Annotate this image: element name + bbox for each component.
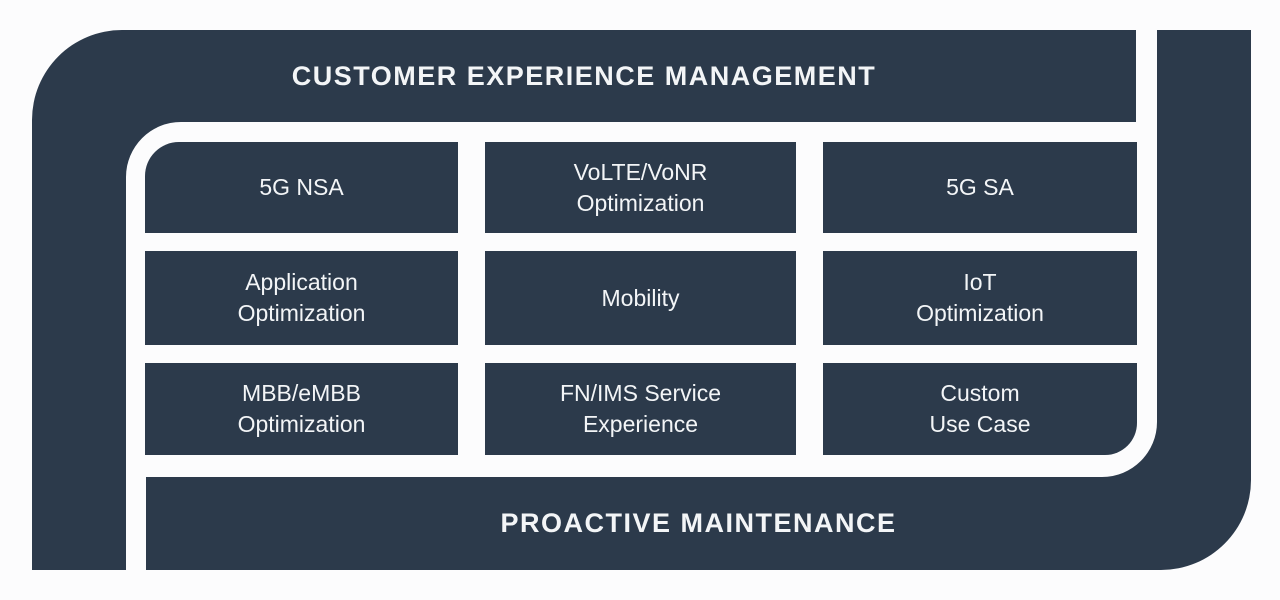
grid-box-mbb-embb-optimization: MBB/eMBB Optimization xyxy=(145,363,458,455)
frame-bottom-right-shape xyxy=(146,30,1251,570)
grid-box-5g-sa: 5G SA xyxy=(823,142,1137,233)
footer-title: PROACTIVE MAINTENANCE xyxy=(500,508,897,538)
grid-box-application-optimization: Application Optimization xyxy=(145,251,458,345)
grid-box-fn-ims-service-experience: FN/IMS Service Experience xyxy=(485,363,796,455)
grid-box-custom-use-case: Custom Use Case xyxy=(823,363,1137,455)
capability-grid: 5G NSA VoLTE/VoNR Optimization 5G SA App… xyxy=(145,142,1137,455)
grid-box-mobility: Mobility xyxy=(485,251,796,345)
header-title: CUSTOMER EXPERIENCE MANAGEMENT xyxy=(291,60,877,91)
header-bar: CUSTOMER EXPERIENCE MANAGEMENT xyxy=(32,30,1136,122)
grid-box-iot-optimization: IoT Optimization xyxy=(823,251,1137,345)
grid-box-5g-nsa: 5G NSA xyxy=(145,142,458,233)
frame-top-left-shape xyxy=(32,30,1136,570)
grid-box-volte-vonr-optimization: VoLTE/VoNR Optimization xyxy=(485,142,796,233)
footer-bar: PROACTIVE MAINTENANCE xyxy=(146,477,1251,570)
